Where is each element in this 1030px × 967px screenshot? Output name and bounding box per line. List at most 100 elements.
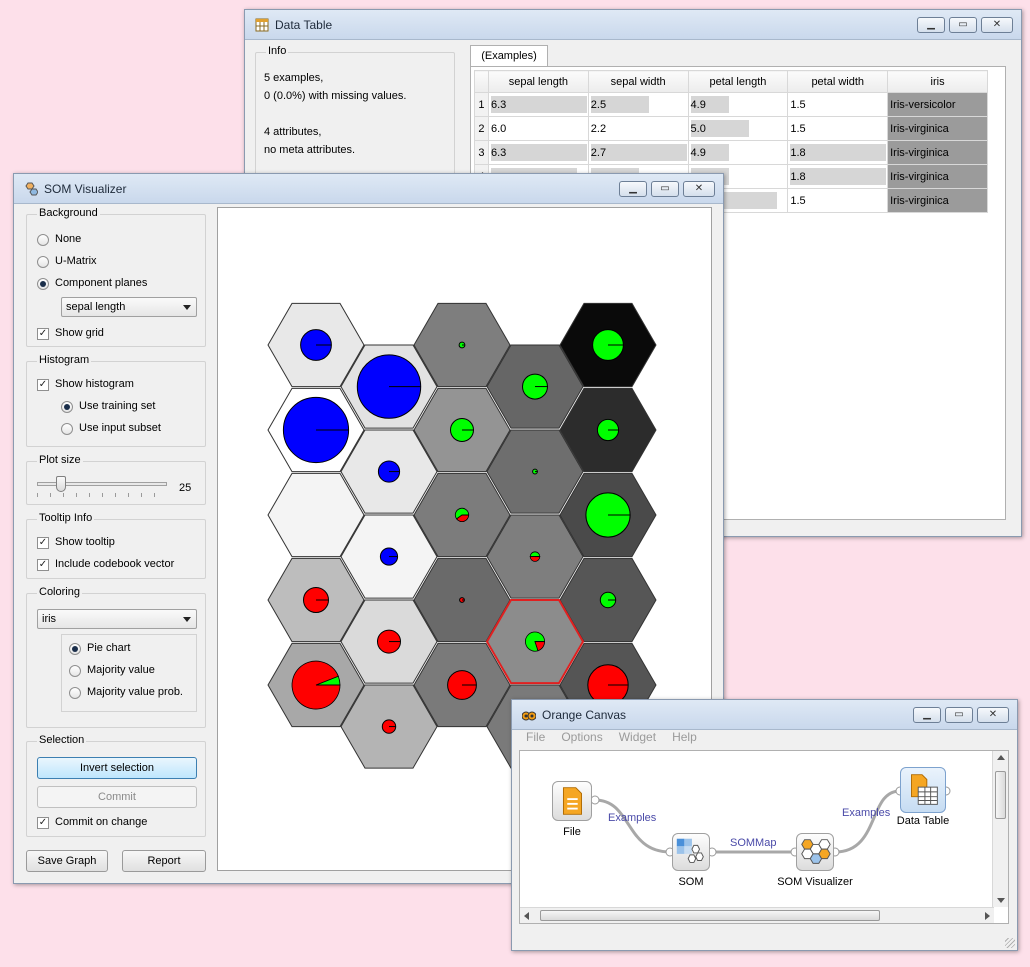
- tab-examples[interactable]: (Examples): [470, 45, 548, 67]
- plot-size-slider-handle[interactable]: [56, 476, 66, 492]
- row-number: 2: [474, 116, 489, 141]
- class-cell[interactable]: Iris-versicolor: [887, 92, 988, 117]
- menu-options[interactable]: Options: [561, 730, 603, 744]
- som-titlebar[interactable]: SOM Visualizer ▁▭✕: [14, 174, 723, 204]
- scroll-thumb[interactable]: [540, 910, 880, 921]
- data-table-widget-icon[interactable]: [900, 767, 946, 813]
- info-line: 5 examples,: [264, 72, 324, 84]
- som-plot-area[interactable]: [217, 207, 712, 871]
- chevron-down-icon: [183, 305, 191, 310]
- cell-value: 2.5: [590, 98, 607, 111]
- link-label[interactable]: Examples: [608, 812, 657, 824]
- canvas-area[interactable]: Examples SOMMap Examples File SOM SOM Vi…: [519, 750, 1009, 924]
- table-cell[interactable]: 1.8: [787, 140, 889, 165]
- scroll-right-arrow[interactable]: [985, 912, 990, 920]
- som-visualizer-widget-icon[interactable]: [796, 833, 834, 871]
- menu-widget[interactable]: Widget: [618, 730, 657, 744]
- scroll-down-arrow[interactable]: [997, 898, 1005, 903]
- scroll-up-arrow[interactable]: [997, 755, 1005, 760]
- table-cell[interactable]: 1.5: [787, 116, 889, 141]
- data-table-icon: [255, 18, 269, 32]
- table-cell[interactable]: 2.5: [587, 92, 689, 117]
- maximize-button[interactable]: ▭: [651, 181, 679, 197]
- close-button[interactable]: ✕: [683, 181, 715, 197]
- coloring-group: Coloring iris Pie chart Majority value M…: [26, 586, 206, 728]
- table-cell[interactable]: 4.9: [687, 92, 789, 117]
- column-header[interactable]: iris: [887, 70, 988, 93]
- value-bar: [590, 144, 687, 161]
- horizontal-scrollbar[interactable]: [520, 907, 994, 923]
- column-header[interactable]: sepal length: [487, 70, 589, 93]
- selection-title: Selection: [37, 734, 87, 746]
- menu-help[interactable]: Help: [672, 730, 697, 744]
- table-cell[interactable]: 6.3: [487, 92, 589, 117]
- close-button[interactable]: ✕: [981, 17, 1013, 33]
- vertical-scrollbar[interactable]: [992, 751, 1008, 907]
- close-button[interactable]: ✕: [977, 707, 1009, 723]
- maximize-button[interactable]: ▭: [949, 17, 977, 33]
- table-cell[interactable]: 6.3: [487, 140, 589, 165]
- value-bar: [490, 144, 587, 161]
- som-visualizer-node-label: SOM Visualizer: [777, 876, 853, 888]
- minimize-button[interactable]: ▁: [917, 17, 945, 33]
- table-cell[interactable]: 2.7: [587, 140, 689, 165]
- data-table-titlebar[interactable]: Data Table ▁▭✕: [245, 10, 1021, 40]
- table-cell[interactable]: 5.0: [687, 116, 789, 141]
- value-bar: [590, 96, 649, 113]
- column-header[interactable]: sepal width: [587, 70, 689, 93]
- report-button[interactable]: Report: [122, 850, 206, 872]
- file-node-label: File: [563, 826, 581, 838]
- cell-value: 4.9: [690, 146, 706, 159]
- scroll-thumb[interactable]: [995, 771, 1006, 819]
- info-line: [264, 105, 406, 123]
- file-widget-icon[interactable]: [552, 781, 592, 821]
- invert-selection-button[interactable]: Invert selection: [37, 757, 197, 779]
- table-cell[interactable]: 4.9: [687, 140, 789, 165]
- tooltip-title: Tooltip Info: [37, 512, 95, 524]
- table-cell[interactable]: 1.5: [787, 188, 889, 213]
- table-cell[interactable]: 2.2: [587, 116, 689, 141]
- minimize-button[interactable]: ▁: [619, 181, 647, 197]
- value-bar: [690, 96, 729, 113]
- table-cell[interactable]: 1.5: [787, 92, 889, 117]
- save-graph-button[interactable]: Save Graph: [26, 850, 108, 872]
- attribute-combo[interactable]: sepal length: [61, 297, 197, 317]
- canvas-titlebar[interactable]: Orange Canvas ▁▭✕: [512, 700, 1017, 730]
- column-header[interactable]: petal length: [687, 70, 789, 93]
- cell-value: 1.5: [790, 122, 806, 135]
- scroll-left-arrow[interactable]: [524, 912, 529, 920]
- commit-button[interactable]: Commit: [37, 786, 197, 808]
- link-label[interactable]: Examples: [842, 807, 891, 819]
- data-table-node-label: Data Table: [896, 815, 950, 827]
- class-cell[interactable]: Iris-virginica: [887, 164, 988, 189]
- coloring-title: Coloring: [37, 586, 82, 598]
- info-line: 0 (0.0%) with missing values.: [264, 90, 407, 102]
- window-title: Data Table: [275, 18, 333, 32]
- value-bar: [790, 144, 887, 161]
- table-cell[interactable]: 1.8: [787, 164, 889, 189]
- class-cell[interactable]: Iris-virginica: [887, 188, 988, 213]
- class-cell[interactable]: Iris-virginica: [887, 140, 988, 165]
- orange-canvas-window: Orange Canvas ▁▭✕ File Options Widget He…: [511, 699, 1018, 951]
- selection-group: Selection Invert selection Commit ✓Commi…: [26, 734, 206, 837]
- plot-size-slider-track[interactable]: [37, 482, 167, 486]
- cell-value: 1.8: [790, 146, 806, 159]
- minimize-button[interactable]: ▁: [913, 707, 941, 723]
- table-cell[interactable]: 6.0: [487, 116, 589, 141]
- som-widget-icon[interactable]: [672, 833, 710, 871]
- link-label[interactable]: SOMMap: [730, 837, 777, 849]
- menu-file[interactable]: File: [526, 730, 546, 744]
- plot-size-value: 25: [179, 482, 192, 494]
- som-node-hex[interactable]: [267, 472, 365, 558]
- pie-slice: [454, 507, 470, 520]
- column-header[interactable]: petal width: [787, 70, 889, 93]
- class-cell[interactable]: Iris-virginica: [887, 116, 988, 141]
- tooltip-group: Tooltip Info ✓Show tooltip ✓Include code…: [26, 512, 206, 579]
- resize-grip-icon[interactable]: [1005, 938, 1015, 948]
- maximize-button[interactable]: ▭: [945, 707, 973, 723]
- histogram-title: Histogram: [37, 354, 92, 366]
- coloring-combo[interactable]: iris: [37, 609, 197, 629]
